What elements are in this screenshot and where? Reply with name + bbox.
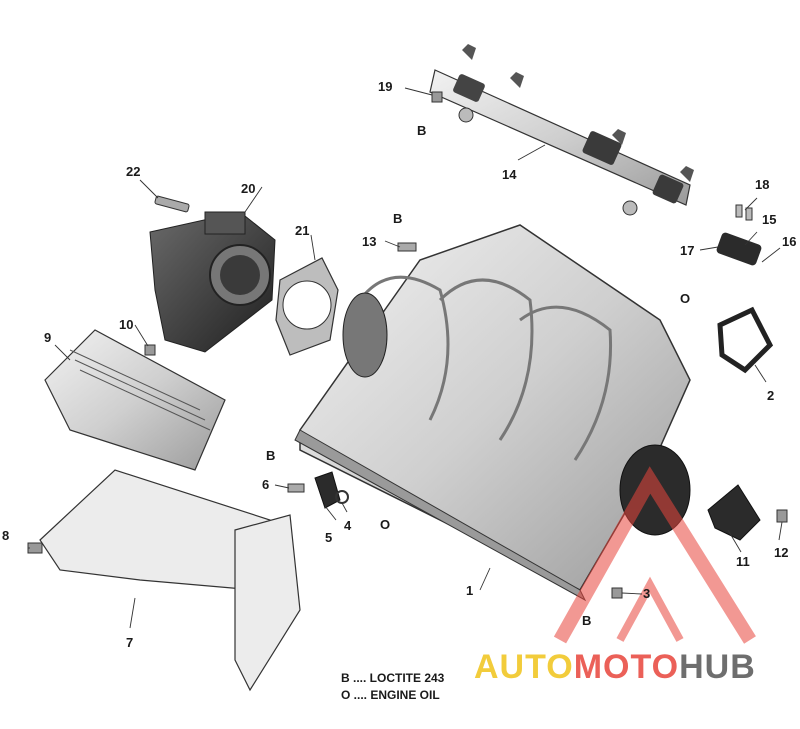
callout-21: 21 xyxy=(295,223,310,238)
marker-b-19: B xyxy=(417,123,427,138)
callout-10: 10 xyxy=(119,317,134,332)
bolt-10-part xyxy=(144,344,156,356)
callout-3: 3 xyxy=(643,586,651,601)
marker-b-6: B xyxy=(266,448,276,463)
watermark-hub: HUB xyxy=(679,648,756,686)
marker-o-4: O xyxy=(380,517,391,532)
callout-18: 18 xyxy=(755,177,770,192)
gasket-21-part xyxy=(275,257,339,356)
marker-o-15: O xyxy=(680,291,691,306)
screw-19-part xyxy=(404,87,443,103)
callout-6: 6 xyxy=(262,477,270,492)
callout-14: 14 xyxy=(502,167,517,182)
callout-19: 19 xyxy=(378,79,393,94)
watermark-auto: AUTO xyxy=(474,648,574,686)
leader-lines xyxy=(28,144,783,629)
callout-12: 12 xyxy=(774,545,789,560)
ecm-module-part xyxy=(44,329,226,471)
sensor-15-part xyxy=(716,204,762,266)
marker-b-3: B xyxy=(582,613,592,628)
watermark-logo xyxy=(553,466,756,644)
sensor-11-part xyxy=(707,484,761,541)
gasket-5-part xyxy=(314,471,341,509)
screw-22-part xyxy=(139,179,190,213)
watermark-text: AUTOMOTOHUB xyxy=(474,648,756,687)
callout-16: 16 xyxy=(782,234,797,249)
callout-13: 13 xyxy=(362,234,377,249)
throttle-body-part xyxy=(149,211,276,353)
bolt-12-part xyxy=(776,509,788,523)
callout-5: 5 xyxy=(325,530,333,545)
callout-8: 8 xyxy=(2,528,10,543)
intake-manifold-part xyxy=(294,224,691,602)
legend-engine-oil: O .... ENGINE OIL xyxy=(341,688,440,702)
callout-22: 22 xyxy=(126,164,141,179)
callout-1: 1 xyxy=(466,583,474,598)
marker-b-13: B xyxy=(393,211,403,226)
callout-20: 20 xyxy=(241,181,256,196)
bolt-6-part xyxy=(287,483,305,493)
callout-15: 15 xyxy=(762,212,777,227)
seal-2-part xyxy=(717,306,774,374)
callout-7: 7 xyxy=(126,635,134,650)
bolt-13-part xyxy=(397,242,417,252)
legend-loctite: B .... LOCTITE 243 xyxy=(341,671,445,685)
fuel-rail-part xyxy=(429,44,694,216)
bracket-7-part xyxy=(39,469,301,692)
callout-2: 2 xyxy=(767,388,775,403)
callout-11: 11 xyxy=(736,554,750,569)
callout-17: 17 xyxy=(680,243,695,258)
watermark-moto: MOTO xyxy=(573,648,680,686)
bolt-8-part xyxy=(27,542,43,554)
bolt-3-part xyxy=(611,587,623,599)
callout-4: 4 xyxy=(344,518,352,533)
callout-9: 9 xyxy=(44,330,52,345)
